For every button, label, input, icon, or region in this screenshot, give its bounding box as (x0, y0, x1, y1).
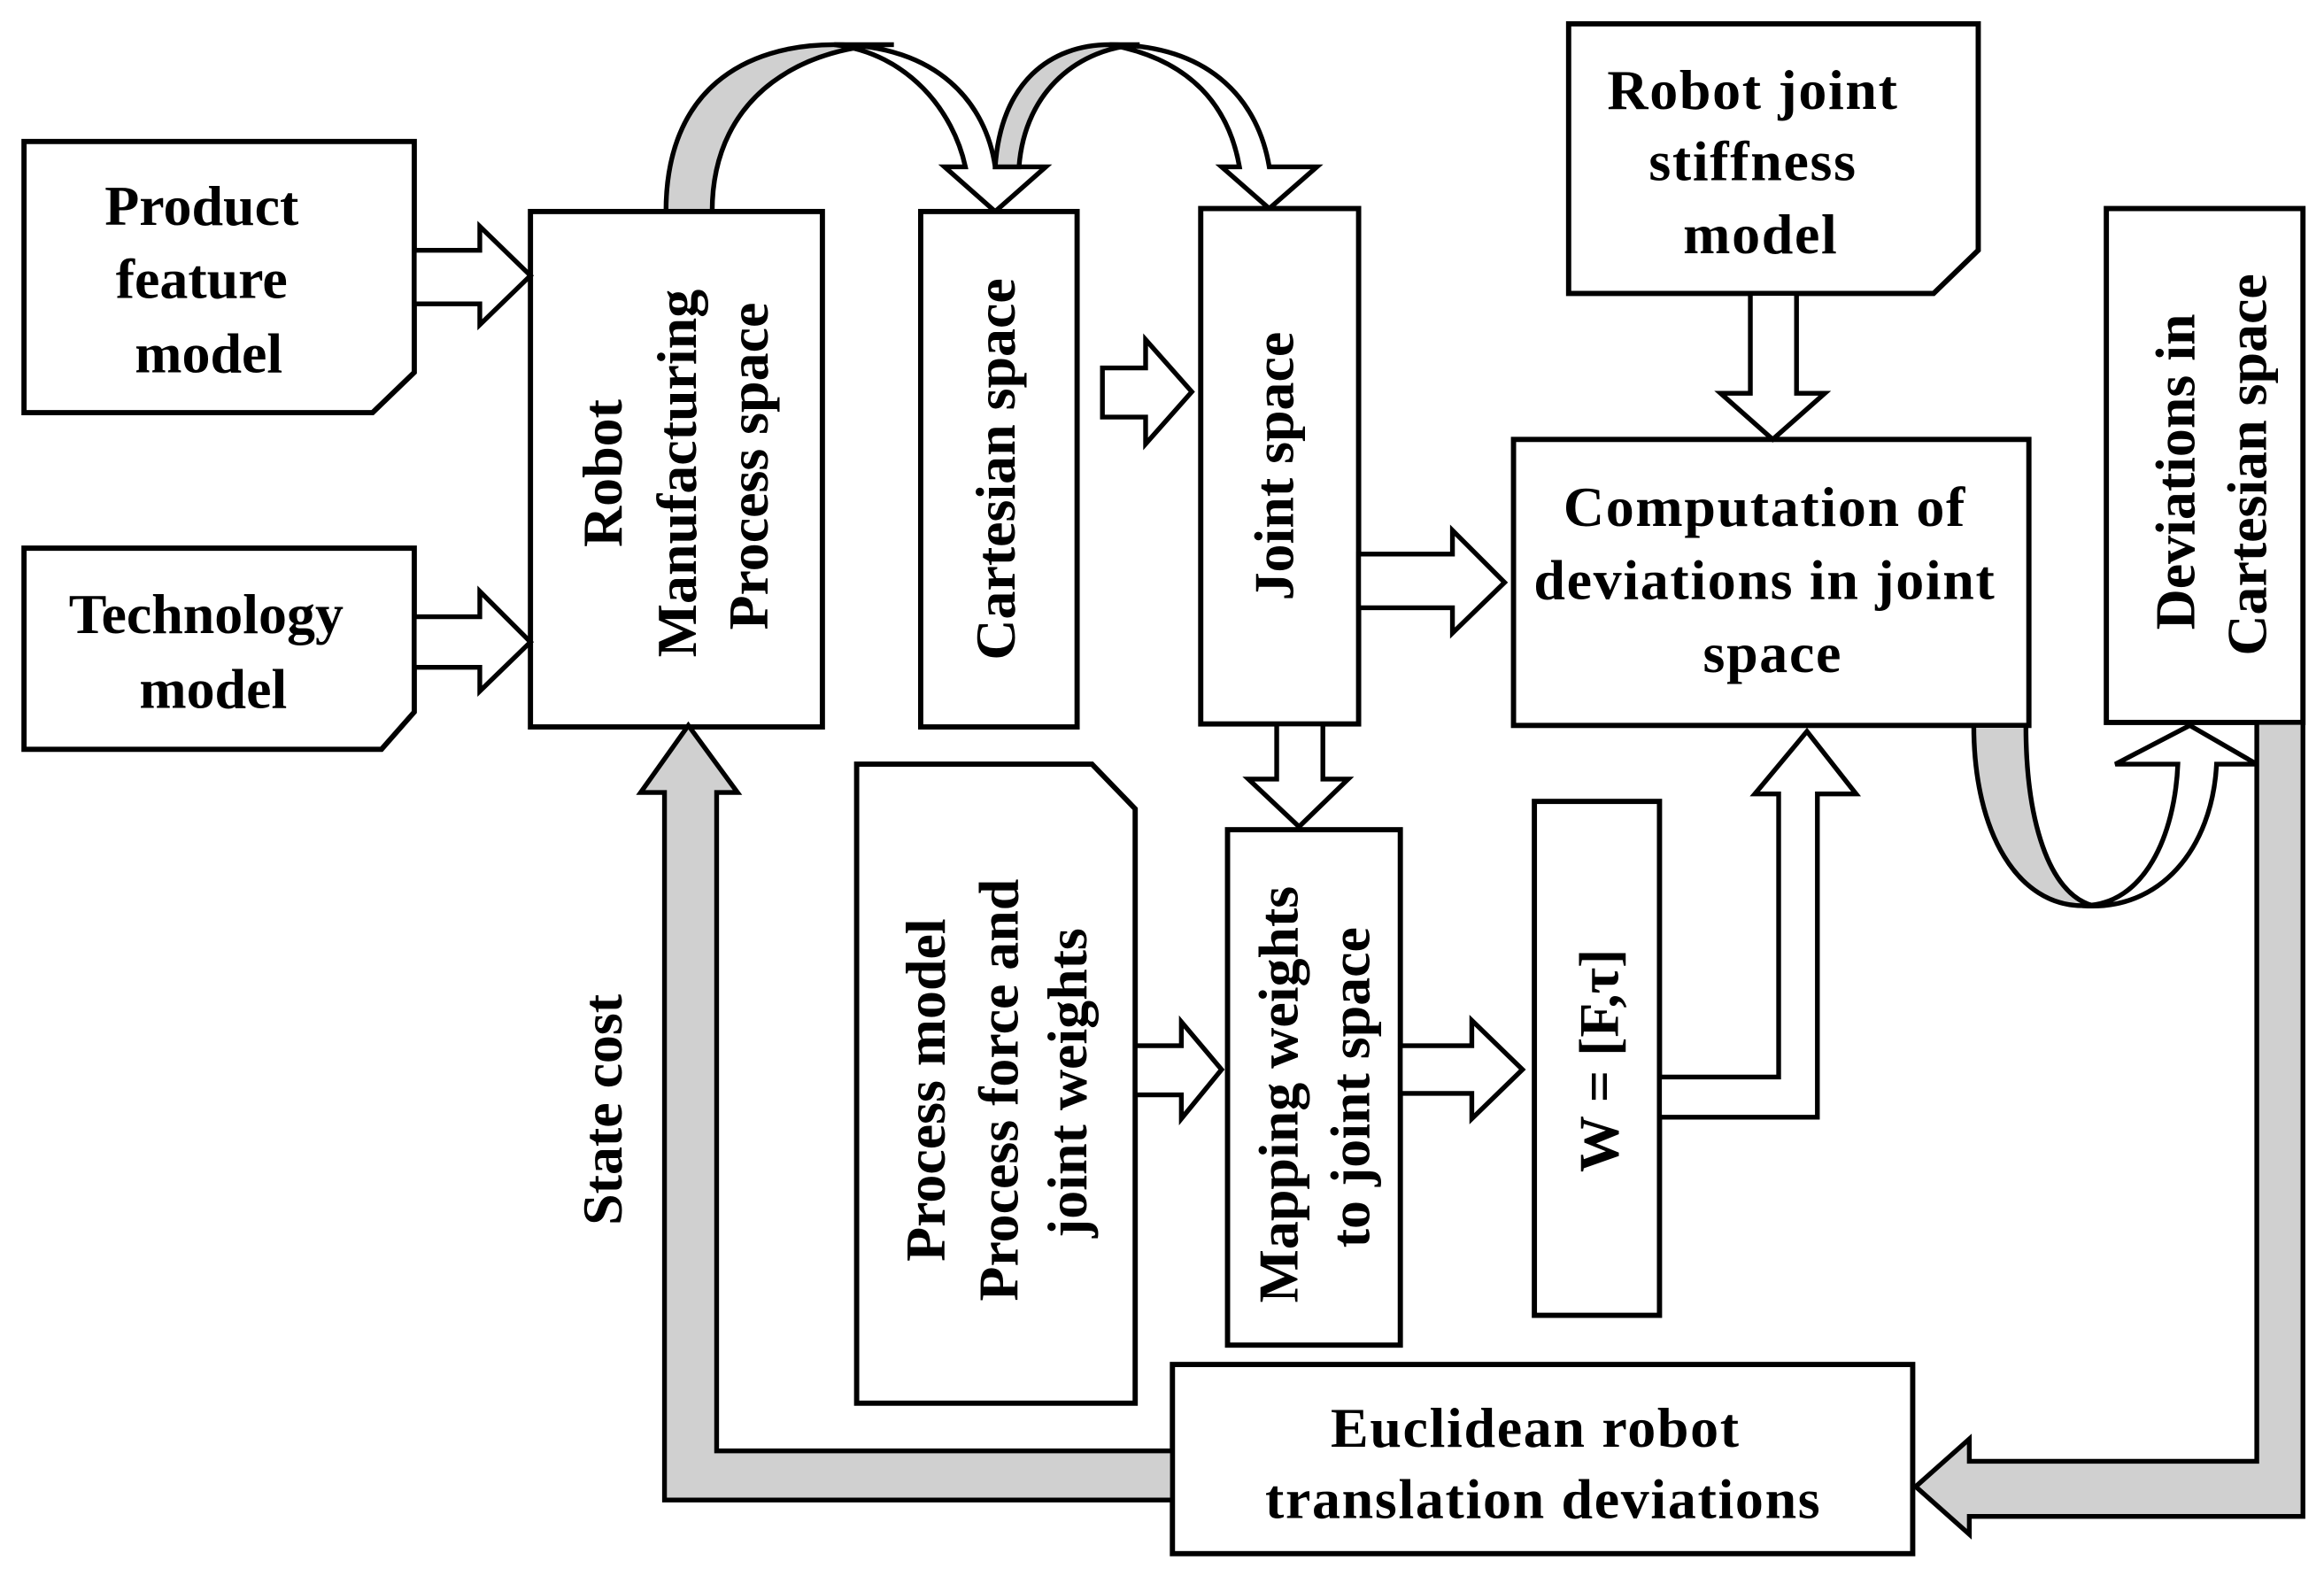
uturn-arrow-computation-to-deviations (1971, 722, 2266, 908)
node-product-feature-model (21, 138, 417, 415)
node-robot-manufacturing-process-space (528, 208, 825, 730)
arrow-technology-to-process (412, 585, 534, 698)
arrow-joint-to-mapping (1242, 721, 1355, 830)
label-robot-joint-stiffness-model: Robot joint stiffness model (1607, 58, 1914, 265)
arrow-weights-to-computation (1656, 727, 1862, 1120)
node-euclidean-deviations (1170, 1362, 1916, 1557)
node-deviations-in-cartesian-space (2104, 205, 2306, 725)
node-cartesian-space (918, 208, 1080, 730)
label-robot-manufacturing-process-space: Robot Manufacturing Process space (570, 275, 779, 657)
label-product-feature-model: Product feature model (104, 174, 313, 385)
label-state-cost: State cost (570, 994, 633, 1225)
label-weights-vector: W = [F,τ] (1567, 949, 1630, 1172)
node-robot-joint-stiffness-model (1565, 20, 1981, 297)
label-computation-of-deviations: Computation of deviations in joint space (1533, 475, 2011, 684)
feedback-arrow-euclidean-to-process (636, 721, 1175, 1503)
label-cartesian-space: Cartesian space (964, 278, 1027, 660)
arc-arrow-process-to-cartesian (663, 42, 1053, 215)
node-process-model (853, 761, 1139, 1406)
label-process-model: Process model Process force and joint we… (893, 865, 1098, 1302)
arrow-cartesian-to-joint (1100, 333, 1195, 451)
arrow-joint-to-computation (1355, 524, 1509, 639)
label-deviations-in-cartesian-space: Deviations in Cartesian space (2143, 274, 2278, 655)
arc-arrow-cartesian-to-joint (992, 42, 1324, 212)
node-joint-space (1198, 205, 1362, 727)
arrow-process-to-mapping (1132, 1015, 1225, 1126)
arrow-mapping-to-weights (1397, 1015, 1526, 1124)
label-euclidean-deviations: Euclidean robot translation deviations (1265, 1395, 1821, 1530)
label-joint-space: Joint space (1242, 332, 1305, 601)
arrow-stiffness-to-computation (1714, 290, 1832, 443)
feedback-arrow-deviations-to-euclidean (1911, 720, 2305, 1540)
label-technology-model: Technology model (69, 583, 358, 720)
node-mapping-weights (1224, 827, 1403, 1348)
node-computation-of-deviations (1510, 436, 2032, 729)
arrow-product-to-process (412, 220, 535, 331)
label-mapping-weights: Mapping weights to joint space (1247, 872, 1381, 1303)
node-weights-vector (1532, 799, 1663, 1318)
node-technology-model (21, 545, 417, 753)
